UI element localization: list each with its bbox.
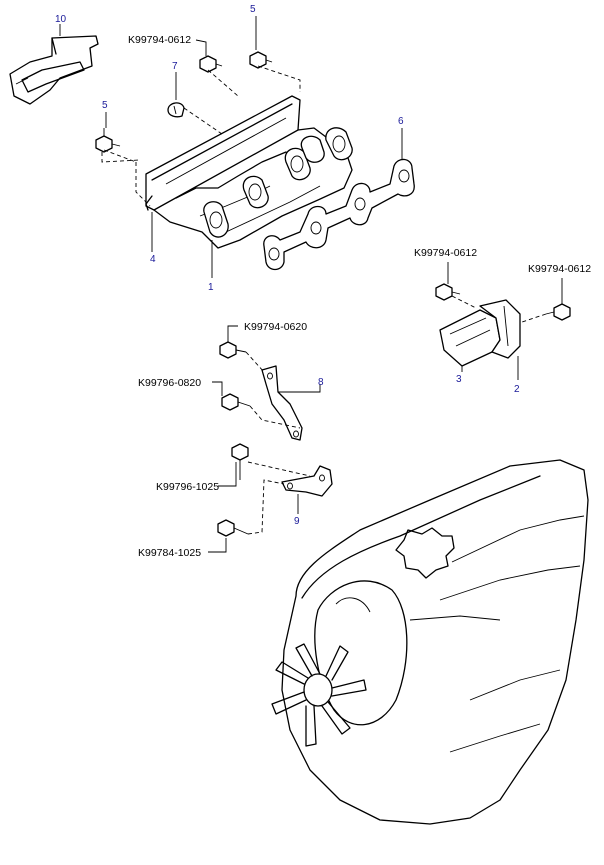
leader-k1025-a [218, 462, 237, 487]
bolt-k99796-1025[interactable] [231, 443, 249, 480]
callout-1: 1 [208, 282, 214, 293]
callout-6: 6 [398, 116, 404, 127]
callout-7: 7 [172, 61, 178, 72]
callout-4: 4 [150, 254, 156, 265]
callout-10: 10 [55, 14, 67, 25]
assembly-lines-left [103, 149, 151, 207]
callout-3: 3 [456, 374, 462, 385]
bolt-5-left[interactable] [95, 128, 121, 153]
assembly-lines-bracket8 [245, 351, 301, 429]
callout-2: 2 [514, 384, 520, 395]
callout-9: 9 [294, 516, 300, 527]
leader-k0612-top [195, 39, 207, 56]
part-3-heat-protector[interactable] [439, 309, 501, 367]
bolt-k99794-0612-right-b[interactable] [545, 303, 571, 321]
callout-8: 8 [318, 377, 324, 388]
leader-8 [278, 384, 321, 393]
assembly-lines-protector [451, 295, 547, 323]
bolt-5-top[interactable] [249, 51, 273, 69]
part-code-k99796-1025: K99796-1025 [156, 481, 219, 493]
part-code-k99796-0820: K99796-0820 [138, 377, 201, 389]
engine-block [271, 459, 589, 825]
part-code-k99794-0620: K99794-0620 [244, 321, 307, 333]
assembly-lines-top [101, 65, 301, 163]
part-9-bracket[interactable] [281, 465, 333, 497]
leader-k0620 [227, 325, 238, 342]
part-4-exhaust-manifold[interactable] [145, 95, 353, 249]
bolt-k99794-0612-top[interactable] [199, 55, 223, 73]
part-code-k99794-0612-right-b: K99794-0612 [528, 263, 591, 275]
bolt-k99794-0620[interactable] [219, 341, 247, 359]
callout-5-top: 5 [250, 4, 256, 15]
part-code-k99784-1025: K99784-1025 [138, 547, 201, 559]
bolt-k99784-1025[interactable] [217, 519, 249, 537]
part-7-clip[interactable] [167, 102, 185, 118]
part-8-bracket[interactable] [261, 365, 303, 441]
part-code-k99794-0612-top: K99794-0612 [128, 34, 191, 46]
part-code-k99794-0612-right-a: K99794-0612 [414, 247, 477, 259]
part-6-manifold-gasket[interactable] [263, 158, 415, 271]
part-2-heat-protector[interactable] [479, 299, 521, 359]
bolt-k99794-0612-right-a[interactable] [435, 283, 461, 301]
leader-k0820 [212, 381, 223, 396]
callout-5-left: 5 [102, 100, 108, 111]
cooling-fan [271, 643, 367, 747]
assembly-lines-bracket9 [247, 461, 311, 535]
leader-k1025-b [208, 538, 227, 553]
bolt-k99796-0820[interactable] [221, 393, 251, 411]
part-10-heat-shield[interactable] [9, 35, 99, 105]
